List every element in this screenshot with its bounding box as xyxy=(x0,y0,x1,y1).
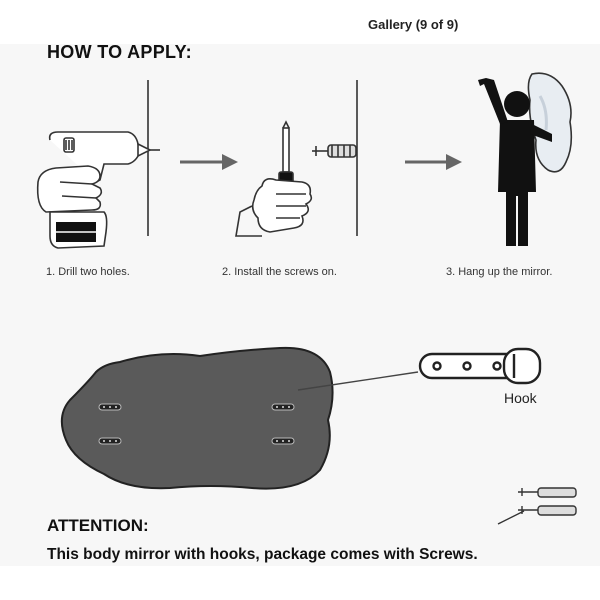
step-1-label: 1. Drill two holes. xyxy=(46,266,130,278)
page-title: HOW TO APPLY: xyxy=(47,42,192,62)
hook-icon xyxy=(418,347,542,385)
gallery-counter: Gallery (9 of 9) xyxy=(368,17,459,32)
hook-label: Hook xyxy=(504,390,537,406)
step-3-label: 3. Hang up the mirror. xyxy=(446,266,553,278)
drill-illustration xyxy=(36,80,160,249)
screws-icon xyxy=(497,487,577,525)
person-hanging-mirror-illustration xyxy=(478,72,573,246)
mirror-back-diagram xyxy=(60,346,419,490)
step-2-label: 2. Install the screws on. xyxy=(222,266,337,278)
gallery-header: Gallery (9 of 9) xyxy=(0,0,600,44)
arrow-right-icon xyxy=(405,154,462,170)
arrow-right-icon xyxy=(180,154,238,170)
attention-text: This body mirror with hooks, package com… xyxy=(47,546,478,563)
bottom-strip xyxy=(0,566,600,600)
screwdriver-illustration xyxy=(235,80,358,237)
attention-title: ATTENTION: xyxy=(47,516,149,535)
